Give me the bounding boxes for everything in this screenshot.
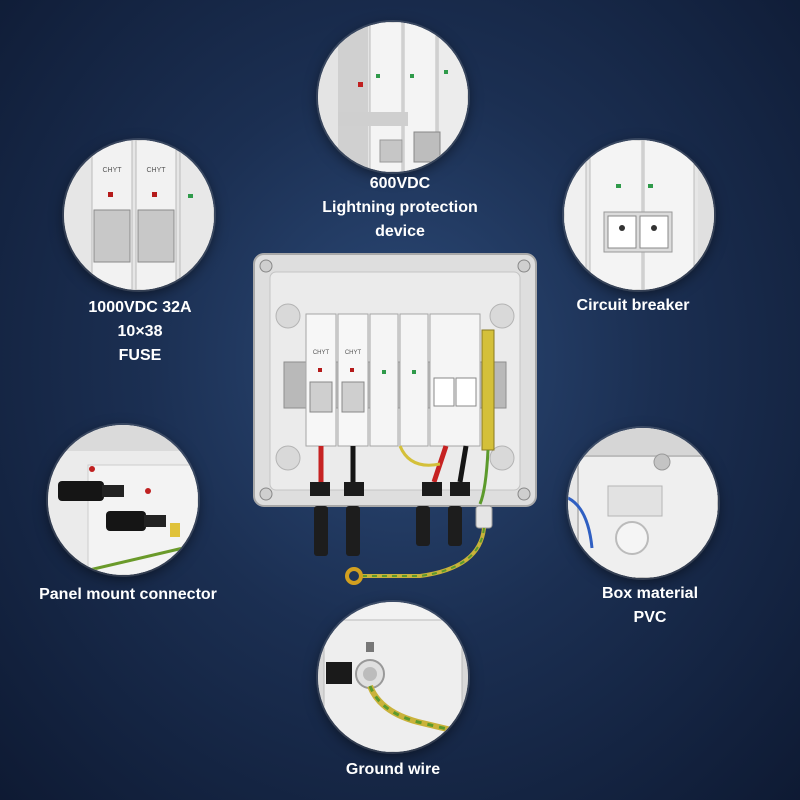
fuse-label: 1000VDC 32A 10×38 FUSE: [88, 299, 192, 364]
circuit-breaker-label: Circuit breaker: [576, 297, 690, 314]
fuse-brand-text-2: CHYT: [146, 167, 166, 174]
box-material-label: Box material PVC: [601, 585, 699, 626]
combiner-box-photo: CHYT CHYT: [250, 250, 540, 590]
box-fuse-brand-1: CHYT: [313, 350, 330, 356]
panel-mount-connector-label: Panel mount connector: [39, 586, 217, 603]
ground-wire-photo: [318, 602, 468, 752]
lightning-protection-device-photo: [318, 22, 468, 172]
ground-wire-label: Ground wire: [345, 761, 441, 778]
box-fuse-brand-2: CHYT: [345, 350, 362, 356]
panel-mount-connector-photo: [48, 425, 198, 575]
fuse-brand-text: CHYT: [102, 167, 122, 174]
fuse-photo: CHYT CHYT: [64, 140, 214, 290]
circuit-breaker-photo: [564, 140, 714, 290]
box-material-photo: [568, 428, 718, 578]
lightning-protection-label: 600VDC Lightning protection device: [322, 175, 478, 240]
